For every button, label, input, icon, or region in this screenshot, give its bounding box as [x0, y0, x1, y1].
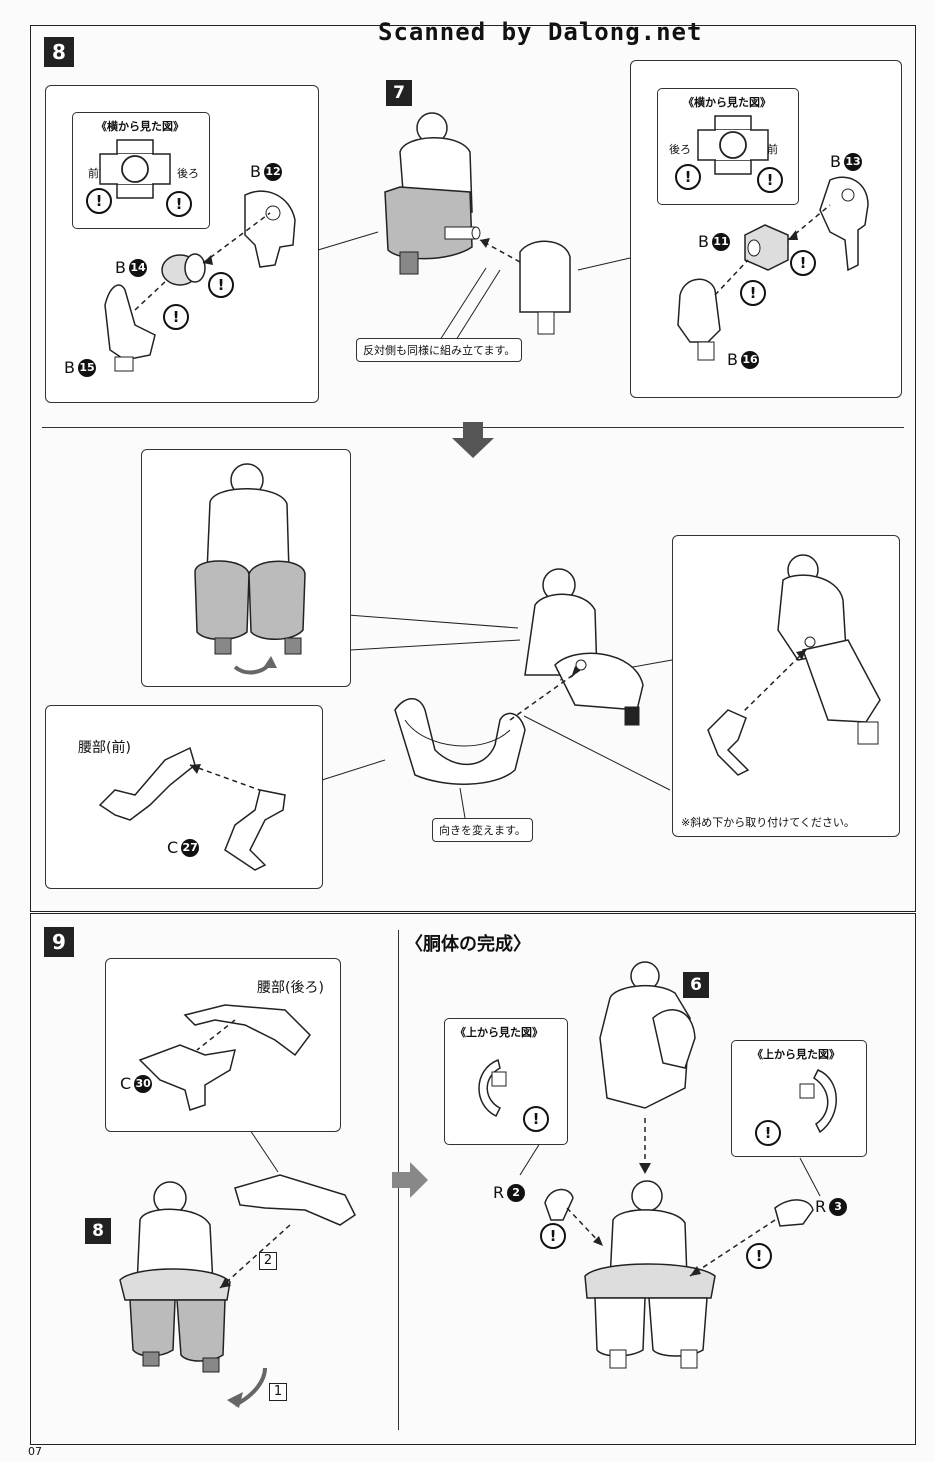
ref-step-7: 7	[386, 80, 412, 106]
warning-icon: !	[675, 164, 701, 190]
warning-icon: !	[166, 191, 192, 217]
part-number-badge: 30	[134, 1074, 153, 1093]
warning-icon: !	[790, 250, 816, 276]
left-front-label: 前	[88, 167, 99, 180]
top-view-left-drawing	[478, 1058, 507, 1117]
part-number-badge: 15	[77, 358, 96, 377]
top-view-right-drawing	[799, 1069, 837, 1134]
joint-cross-diagram	[99, 139, 171, 199]
part-letter: R	[815, 1197, 827, 1216]
part-letter: B	[830, 152, 841, 171]
left-leg-parts-drawing	[104, 190, 296, 372]
attach-detail-drawing	[707, 554, 881, 776]
waist-front-parts-box	[45, 705, 323, 889]
warning-icon: !	[523, 1106, 549, 1132]
warning-icon: !	[86, 188, 112, 214]
top-view-left-title: 《上から見た図》	[455, 1026, 543, 1039]
part-number-badge: 3	[829, 1197, 848, 1216]
side-torso-drawing	[524, 568, 644, 726]
attach-from-below-note: ※斜め下から取り付けてください。	[681, 816, 855, 829]
waist-back-parts-drawing	[138, 1004, 311, 1111]
waist-front-assembly-drawing	[394, 666, 581, 785]
step8-panel	[30, 25, 916, 912]
part-number-badge: 16	[740, 350, 759, 369]
part-number-badge: 12	[263, 162, 282, 181]
warning-icon: !	[540, 1223, 566, 1249]
warning-icon: !	[755, 1120, 781, 1146]
right-leg-parts-drawing	[677, 176, 869, 361]
order-box-2: 2	[259, 1252, 277, 1270]
order-box-1: 1	[269, 1383, 287, 1401]
watermark: Scanned by Dalong.net	[378, 18, 703, 46]
part-number-badge: 2	[507, 1183, 526, 1202]
joint-cross-diagram	[697, 115, 769, 175]
same-other-side-note: 反対側も同様に組み立てます。	[356, 338, 523, 362]
change-direction-note: 向きを変えます。	[432, 818, 533, 842]
step9-assembly-drawing	[119, 1174, 356, 1408]
warning-icon: !	[163, 304, 189, 330]
part-letter: B	[727, 350, 738, 369]
step9-number: 9	[44, 927, 74, 957]
torso-with-leg-drawing	[384, 112, 571, 335]
waist-front-label: 腰部(前)	[78, 740, 131, 756]
part-letter: B	[698, 232, 709, 251]
rear-torso-drawing	[194, 463, 306, 675]
ref-step-6: 6	[683, 972, 709, 998]
page-number: 07	[28, 1445, 42, 1458]
part-letter: C	[120, 1074, 132, 1093]
ref-step-8: 8	[85, 1218, 111, 1244]
part-letter: B	[64, 358, 75, 377]
part-letter: B	[250, 162, 261, 181]
right-arrow-icon	[392, 1162, 428, 1198]
step8-number: 8	[44, 37, 74, 67]
step9-panel	[30, 913, 916, 1445]
torso-complete-drawing	[544, 961, 814, 1369]
part-letter: C	[167, 838, 179, 857]
right-back-label: 後ろ	[669, 143, 691, 156]
left-side-view-title: 《横から見た図》	[96, 120, 184, 133]
part-number-badge: 11	[711, 232, 730, 251]
down-arrow-icon	[452, 422, 494, 458]
waist-back-label: 腰部(後ろ)	[257, 980, 324, 996]
torso-complete-title: 〈胴体の完成〉	[405, 934, 531, 955]
part-number-badge: 13	[843, 152, 862, 171]
part-letter: B	[115, 258, 126, 277]
warning-icon: !	[740, 280, 766, 306]
part-number-badge: 14	[128, 258, 147, 277]
part-letter: R	[493, 1183, 505, 1202]
top-view-right-box	[731, 1040, 867, 1157]
warning-icon: !	[757, 167, 783, 193]
right-side-view-title: 《横から見た図》	[683, 96, 771, 109]
warning-icon: !	[208, 272, 234, 298]
part-number-badge: 27	[181, 838, 200, 857]
waist-front-parts-drawing	[98, 746, 286, 871]
top-view-right-title: 《上から見た図》	[752, 1048, 840, 1061]
left-back-label: 後ろ	[177, 167, 199, 180]
warning-icon: !	[746, 1243, 772, 1269]
right-front-label: 前	[767, 143, 778, 156]
